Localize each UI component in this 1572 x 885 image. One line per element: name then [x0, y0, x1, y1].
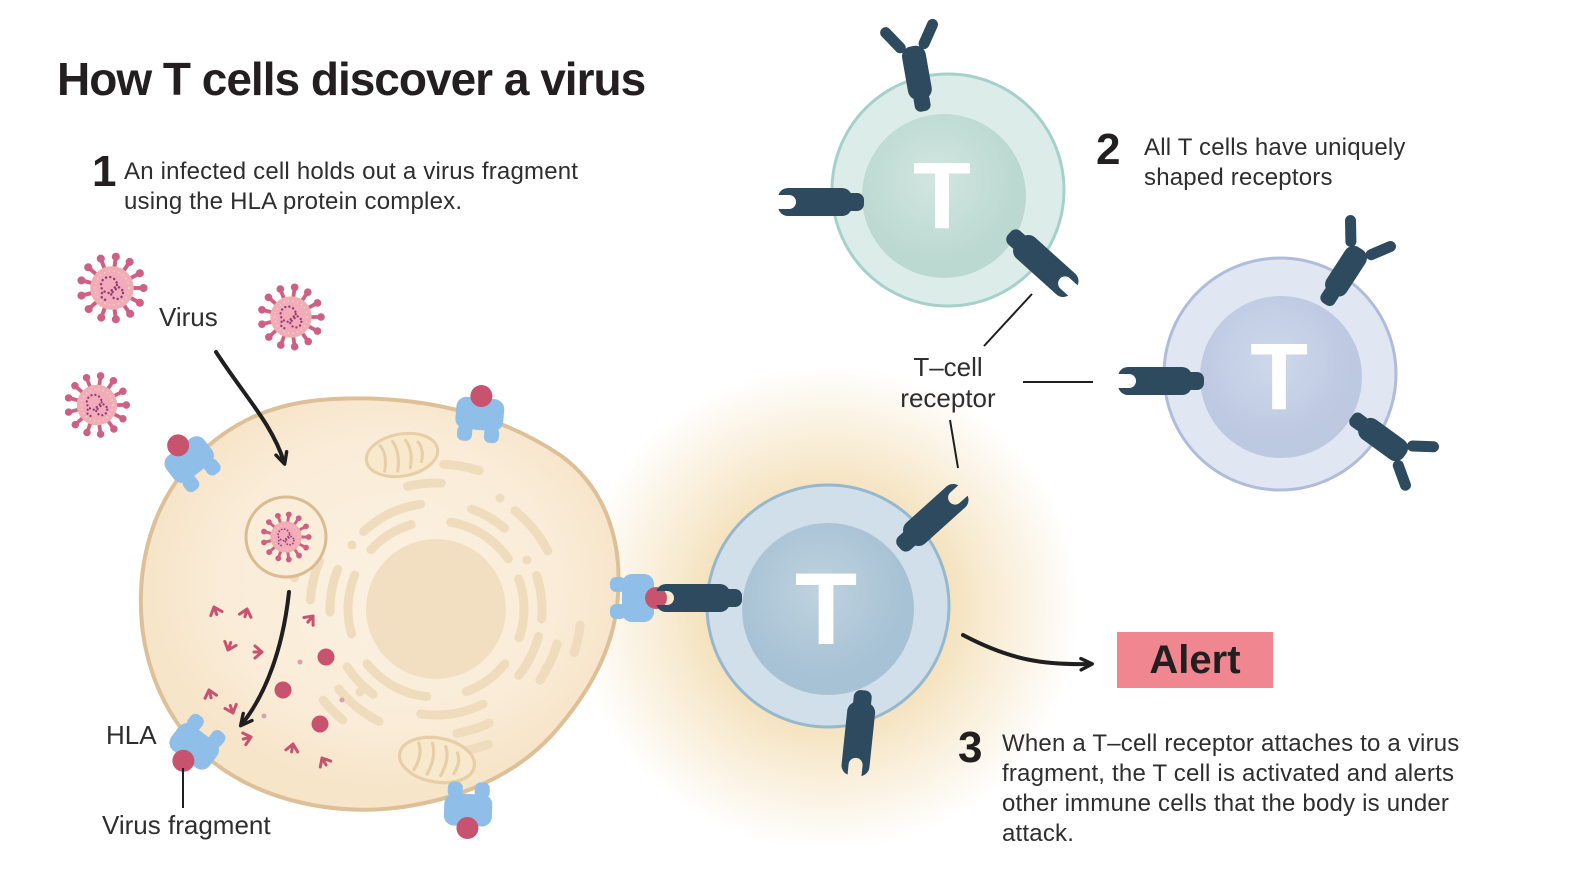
virus-fragments-group	[201, 603, 345, 770]
virus-particle	[81, 257, 143, 320]
text-line: attack.	[1002, 820, 1075, 847]
text-line: All T cells have uniquely	[1144, 134, 1406, 161]
text-line: T–cell	[913, 352, 983, 382]
arrow-tcell-to-alert	[961, 633, 1094, 672]
arrows-group	[182, 293, 1094, 808]
text-line: When a T–cell receptor attaches to a vir…	[1002, 730, 1460, 757]
arrow-endosome-to-hla	[238, 590, 291, 728]
step-2-text: All T cells have uniquely shaped recepto…	[1144, 133, 1406, 193]
t-cell-letter: T	[1250, 324, 1308, 430]
text-line: fragment, the T cell is activated and al…	[1002, 760, 1455, 787]
virus-fragment-label: Virus fragment	[102, 810, 271, 840]
virus-particle	[69, 376, 127, 434]
infected-cell	[138, 396, 621, 812]
text-line: An infected cell holds out a virus fragm…	[124, 158, 579, 185]
t-cell-lavender: T	[1162, 256, 1398, 492]
hla-label: HLA	[106, 720, 157, 750]
t-cell-activated: T	[705, 483, 951, 729]
text-line: using the HLA protein complex.	[124, 188, 463, 215]
t-cell-letter: T	[913, 143, 971, 249]
connector-receptor-active	[949, 419, 959, 469]
t-cell-teal: T	[830, 72, 1066, 308]
t-cell-letter: T	[795, 552, 857, 666]
step-2-number: 2	[1096, 125, 1121, 174]
page-title: How T cells discover a virus	[57, 53, 646, 105]
t-cell-receptor-label: T–cell receptor	[878, 352, 1018, 414]
text-line: shaped receptors	[1144, 164, 1333, 191]
virus-particle	[262, 287, 321, 346]
step-1-number: 1	[92, 147, 117, 196]
text-line: receptor	[900, 383, 996, 413]
step-3-text: When a T–cell receptor attaches to a vir…	[1002, 729, 1460, 849]
er-golgi	[286, 459, 586, 759]
alert-label: Alert	[1149, 637, 1241, 682]
virus-label: Virus	[159, 302, 218, 332]
connector-receptor-teal	[983, 293, 1033, 347]
alert-badge: Alert	[1117, 632, 1273, 688]
step-1-text: An infected cell holds out a virus fragm…	[124, 157, 578, 217]
step-3-number: 3	[958, 723, 983, 772]
arrow-virus-to-cell	[214, 350, 289, 466]
nucleus	[366, 539, 506, 679]
text-line: other immune cells that the body is unde…	[1002, 790, 1450, 817]
